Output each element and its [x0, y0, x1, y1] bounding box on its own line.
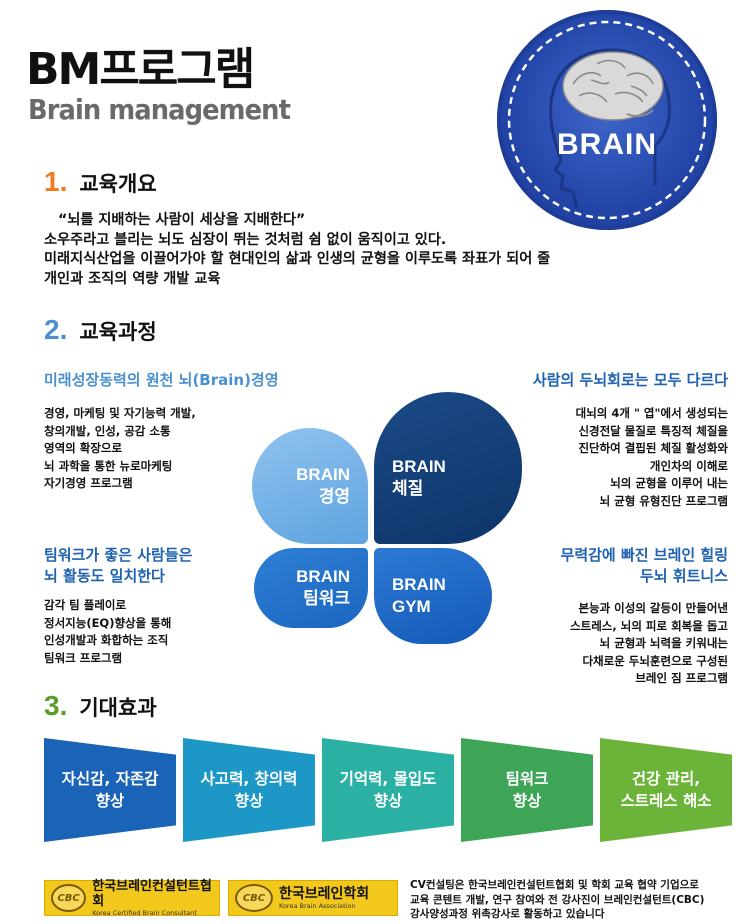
block-title-line: 뇌 활동도 일치한다: [44, 567, 165, 585]
block-text-line: 스트레스, 뇌의 피로 회복을 돕고: [570, 618, 728, 633]
block-title-line: 두뇌 휘트니스: [639, 567, 728, 585]
badge-label: BRAIN: [557, 128, 657, 161]
block-text-line: 진단하여 결핍된 체질 활성화와: [578, 441, 728, 456]
course-management-text: 경영, 마케팅 및 자기능력 개발, 창의개발, 인성, 공감 소통 영역의 확…: [44, 405, 196, 493]
block-text-line: 자기경영 프로그램: [44, 476, 133, 491]
section-number: 2.: [44, 314, 68, 345]
block-title-line: 미래성장동력의 원천 뇌(Brain)경영: [44, 371, 279, 389]
logo-consultant-association: CBC 한국브레인컨설턴트협회 Korea Certified Brain Co…: [44, 879, 220, 917]
block-text-line: 대뇌의 4개 " 엽"에서 생성되는: [575, 406, 728, 420]
section-number: 1.: [44, 166, 68, 197]
course-gym-title: 무력감에 빠진 브레인 힐링 두뇌 휘트니스: [561, 545, 728, 587]
block-text-line: 인성개발과 화합하는 조직: [44, 633, 169, 648]
footer-line: 교육 콘텐트 개발, 연구 참여와 전 강사진이 브레인컨설턴트(CBC): [410, 893, 705, 906]
section-course-heading: 2. 교육과정: [44, 314, 157, 346]
petal-label: 팀워크: [303, 589, 350, 608]
course-constitution-text: 대뇌의 4개 " 엽"에서 생성되는 신경전달 물질로 특징적 체질을 진단하여…: [576, 405, 728, 511]
logo-english-name: Korea Brain Association: [279, 901, 356, 910]
logo-name: 한국브레인컨설턴트협회: [92, 879, 212, 909]
block-title-line: 무력감에 빠진 브레인 힐링: [560, 546, 728, 564]
course-teamwork-text: 감각 팀 플레이로 정서지능(EQ)향상을 통해 인성개발과 화합하는 조직 팀…: [44, 597, 171, 667]
course-teamwork-title: 팀워크가 좋은 사람들은 뇌 활동도 일치한다: [44, 545, 192, 587]
petal-label: BRAIN: [392, 457, 446, 476]
block-text-line: 영역의 확장으로: [44, 441, 123, 456]
petal-label: BRAIN: [296, 465, 350, 484]
course-management-title: 미래성장동력의 원천 뇌(Brain)경영: [44, 370, 279, 391]
block-title-line: 사람의 두뇌회로는 모두 다르다: [532, 371, 728, 389]
effect-label: 스트레스 해소: [620, 792, 712, 810]
block-text-line: 신경전달 물질로 특징적 체질을: [578, 423, 728, 438]
logo-name: 한국브레인학회: [279, 885, 370, 902]
effect-label: 자신감, 자존감: [61, 770, 159, 788]
block-text-line: 다채로운 두뇌훈련으로 구성된: [582, 653, 728, 668]
page-title: BM프로그램: [26, 44, 255, 95]
effect-label: 향상: [234, 792, 264, 810]
section-number: 3.: [44, 690, 68, 721]
block-text-line: 개인차의 이해로: [649, 458, 728, 473]
block-text-line: 뇌 균형 유형진단 프로그램: [599, 493, 728, 508]
overview-quote: “뇌를 지배하는 사람이 세상을 지배한다”: [58, 212, 306, 228]
block-text-line: 창의개발, 인성, 공감 소통: [44, 423, 171, 438]
page-subtitle: Brain management: [28, 93, 291, 126]
section-title: 교육개요: [79, 172, 157, 196]
block-text-line: 본능과 이성의 갈등이 만들어낸: [578, 601, 728, 615]
petal-brain-constitution: BRAIN 체질: [374, 392, 522, 544]
footer-line: 강사양성과정 위촉강사로 활동하고 있습니다: [410, 908, 605, 921]
effect-label: 건강 관리,: [631, 770, 701, 788]
effect-health: 건강 관리, 스트레스 해소: [600, 738, 732, 842]
effect-label: 향상: [512, 792, 542, 810]
petal-brain-management: BRAIN 경영: [252, 428, 368, 544]
brain-badge: BRAIN: [497, 10, 717, 230]
block-text-line: 뇌의 균형을 이루어 내는: [610, 476, 728, 491]
course-constitution-title: 사람의 두뇌회로는 모두 다르다: [533, 370, 728, 391]
petal-label: 체질: [392, 479, 424, 498]
effect-label: 향상: [373, 792, 403, 810]
block-text-line: 경영, 마케팅 및 자기능력 개발,: [44, 406, 196, 420]
brain-head-icon: [507, 20, 707, 220]
petal-brain-gym: BRAIN GYM: [374, 548, 492, 644]
block-text-line: 팀워크 프로그램: [44, 650, 123, 665]
block-text-line: 감각 팀 플레이로: [44, 598, 127, 612]
block-title-line: 팀워크가 좋은 사람들은: [44, 546, 193, 564]
effect-label: 사고력, 창의력: [200, 770, 298, 788]
overview-line: 개인과 조직의 역량 개발 교육: [44, 270, 221, 287]
block-text-line: 뇌 균형과 뇌력을 키워내는: [599, 636, 728, 651]
section-overview-heading: 1. 교육개요: [44, 166, 157, 198]
footer-note: CV컨설팅은 한국브레인컨설턴트협회 및 학회 교육 협약 기업으로 교육 콘텐…: [410, 878, 704, 922]
petal-label: BRAIN: [296, 567, 350, 586]
effect-label: 팀워크: [505, 770, 549, 788]
block-text-line: 브레인 짐 프로그램: [635, 671, 728, 686]
effect-label: 기억력, 몰입도: [339, 770, 437, 788]
petal-label: 경영: [318, 487, 350, 506]
petal-label: GYM: [392, 597, 431, 616]
effect-label: 향상: [95, 792, 125, 810]
cbc-logo-icon: CBC: [235, 884, 273, 912]
overview-text: “뇌를 지배하는 사람이 세상을 지배한다” 소우주라고 블리는 뇌도 심장이 …: [44, 211, 550, 289]
petal-brain-teamwork: BRAIN 팀워크: [254, 548, 368, 628]
section-title: 교육과정: [79, 320, 157, 344]
petal-label: BRAIN: [392, 575, 446, 594]
cbc-logo-icon: CBC: [51, 884, 87, 912]
course-gym-text: 본능과 이성의 갈등이 만들어낸 스트레스, 뇌의 피로 회복을 돕고 뇌 균형…: [570, 600, 728, 688]
logo-brain-association: CBC 한국브레인학회 Korea Brain Association: [228, 880, 398, 916]
footer-line: CV컨설팅은 한국브레인컨설턴트협회 및 학회 교육 협약 기업으로: [410, 879, 699, 891]
overview-line: 미래지식산업을 이끌어가야 할 현대인의 삶과 인생의 균형을 이루도록 좌표가…: [44, 251, 551, 267]
block-text-line: 정서지능(EQ)향상을 통해: [44, 615, 172, 630]
block-text-line: 뇌 과학을 통한 뉴로마케팅: [44, 458, 173, 473]
section-title: 기대효과: [79, 696, 157, 720]
logo-english-name: Korea Certified Brain Consultant: [92, 909, 197, 917]
overview-line: 소우주라고 블리는 뇌도 심장이 뛰는 것처럼 쉼 없이 움직이고 있다.: [44, 231, 447, 248]
section-effects-heading: 3. 기대효과: [44, 690, 157, 722]
